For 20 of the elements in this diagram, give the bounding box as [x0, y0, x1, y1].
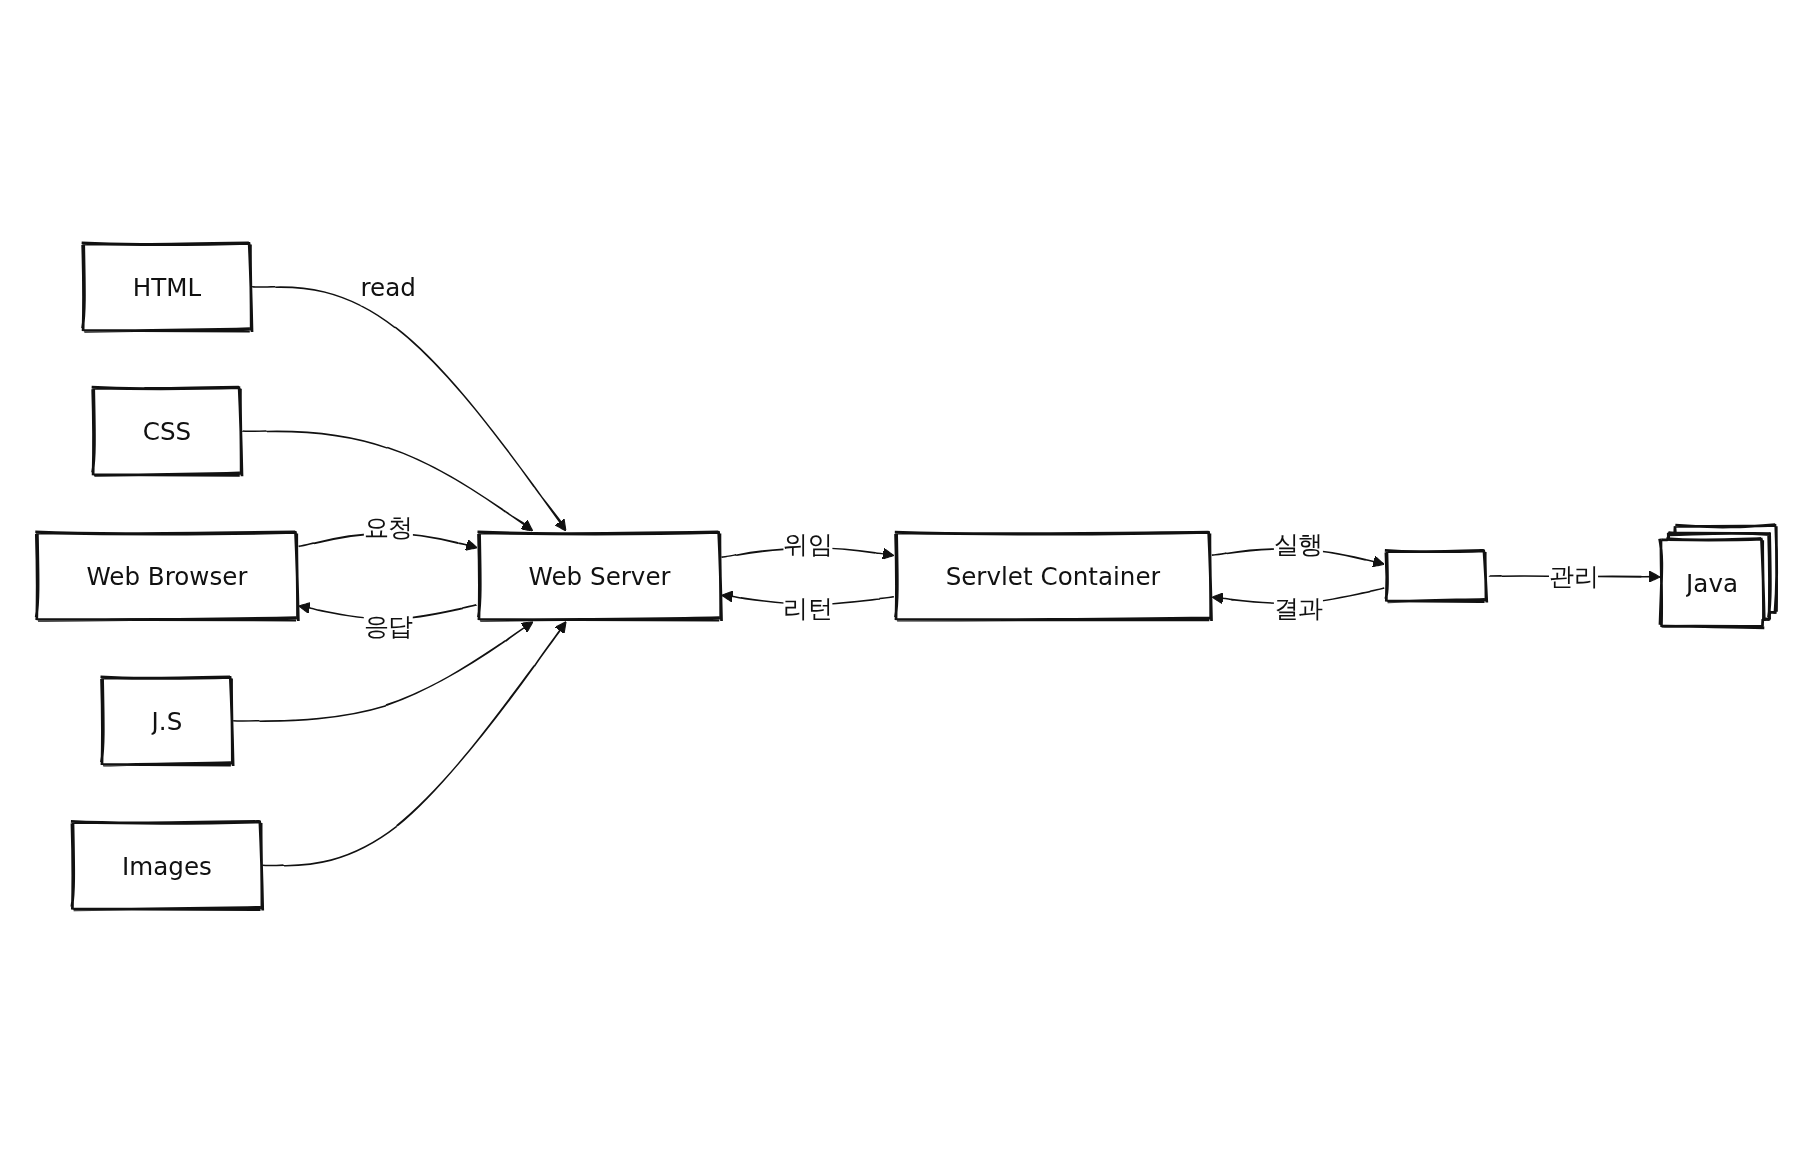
arrow [240, 430, 534, 532]
arrow [261, 621, 567, 867]
edge-label: read [360, 272, 416, 302]
edge-label: 위임 [783, 529, 833, 559]
node-text: Web Server [528, 561, 671, 591]
edge-label: 결과 [1273, 593, 1323, 623]
arrow [251, 286, 567, 532]
node-text: Web Browser [86, 561, 248, 591]
node-text: Java [1686, 568, 1739, 598]
arrow [232, 621, 534, 722]
node-text: Servlet Container [945, 561, 1161, 591]
node-text: HTML [132, 272, 202, 302]
edge-label: 리턴 [783, 593, 833, 623]
node-text: J.S [151, 706, 183, 736]
edge-label: 요청 [363, 512, 413, 541]
edge-label: 응답 [363, 611, 413, 641]
edge-label: 관리 [1548, 561, 1599, 591]
edge-label: 실행 [1273, 529, 1323, 559]
node-text: CSS [142, 417, 192, 446]
node-text: Images [122, 851, 212, 880]
